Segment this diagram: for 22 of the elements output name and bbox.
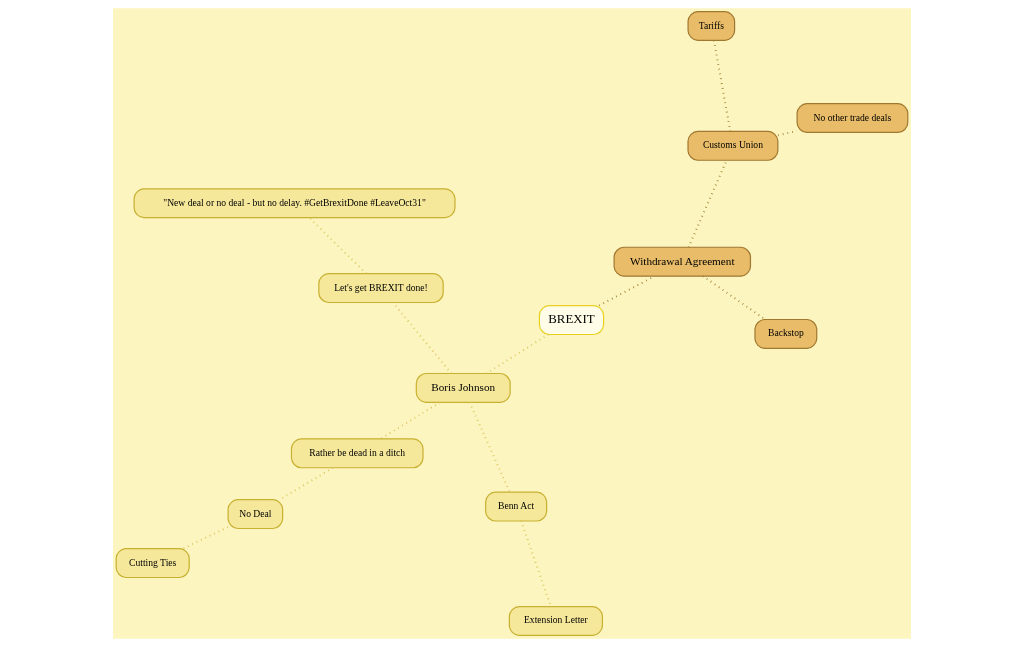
node-box: Rather be dead in a ditch (290, 438, 424, 469)
node-box: Cutting Ties (115, 548, 190, 579)
connector (519, 520, 552, 607)
node-box: Extension Letter (508, 605, 603, 637)
node-box: Tariffs (687, 10, 735, 42)
node-box: Let's get BREXIT done! (317, 273, 444, 304)
connector (182, 526, 228, 550)
node-box: Boris Johnson (415, 372, 511, 403)
node-box: No Deal (227, 499, 283, 530)
node-box: Benn Act (484, 491, 547, 522)
node-box: BREXIT (538, 305, 604, 336)
node-box: Backstop (753, 318, 817, 349)
connector (391, 302, 452, 375)
node-box: No other trade deals (796, 103, 908, 134)
connector (468, 402, 510, 493)
node-box: Customs Union (686, 130, 778, 161)
connector (485, 333, 549, 375)
node-box: Withdrawal Agreement (613, 246, 751, 277)
connector (308, 217, 367, 275)
connector (379, 401, 440, 440)
node-box: "New deal or no deal - but no delay. #GetBrexitDone #LeaveOct31" (133, 188, 456, 219)
connector (701, 275, 765, 321)
